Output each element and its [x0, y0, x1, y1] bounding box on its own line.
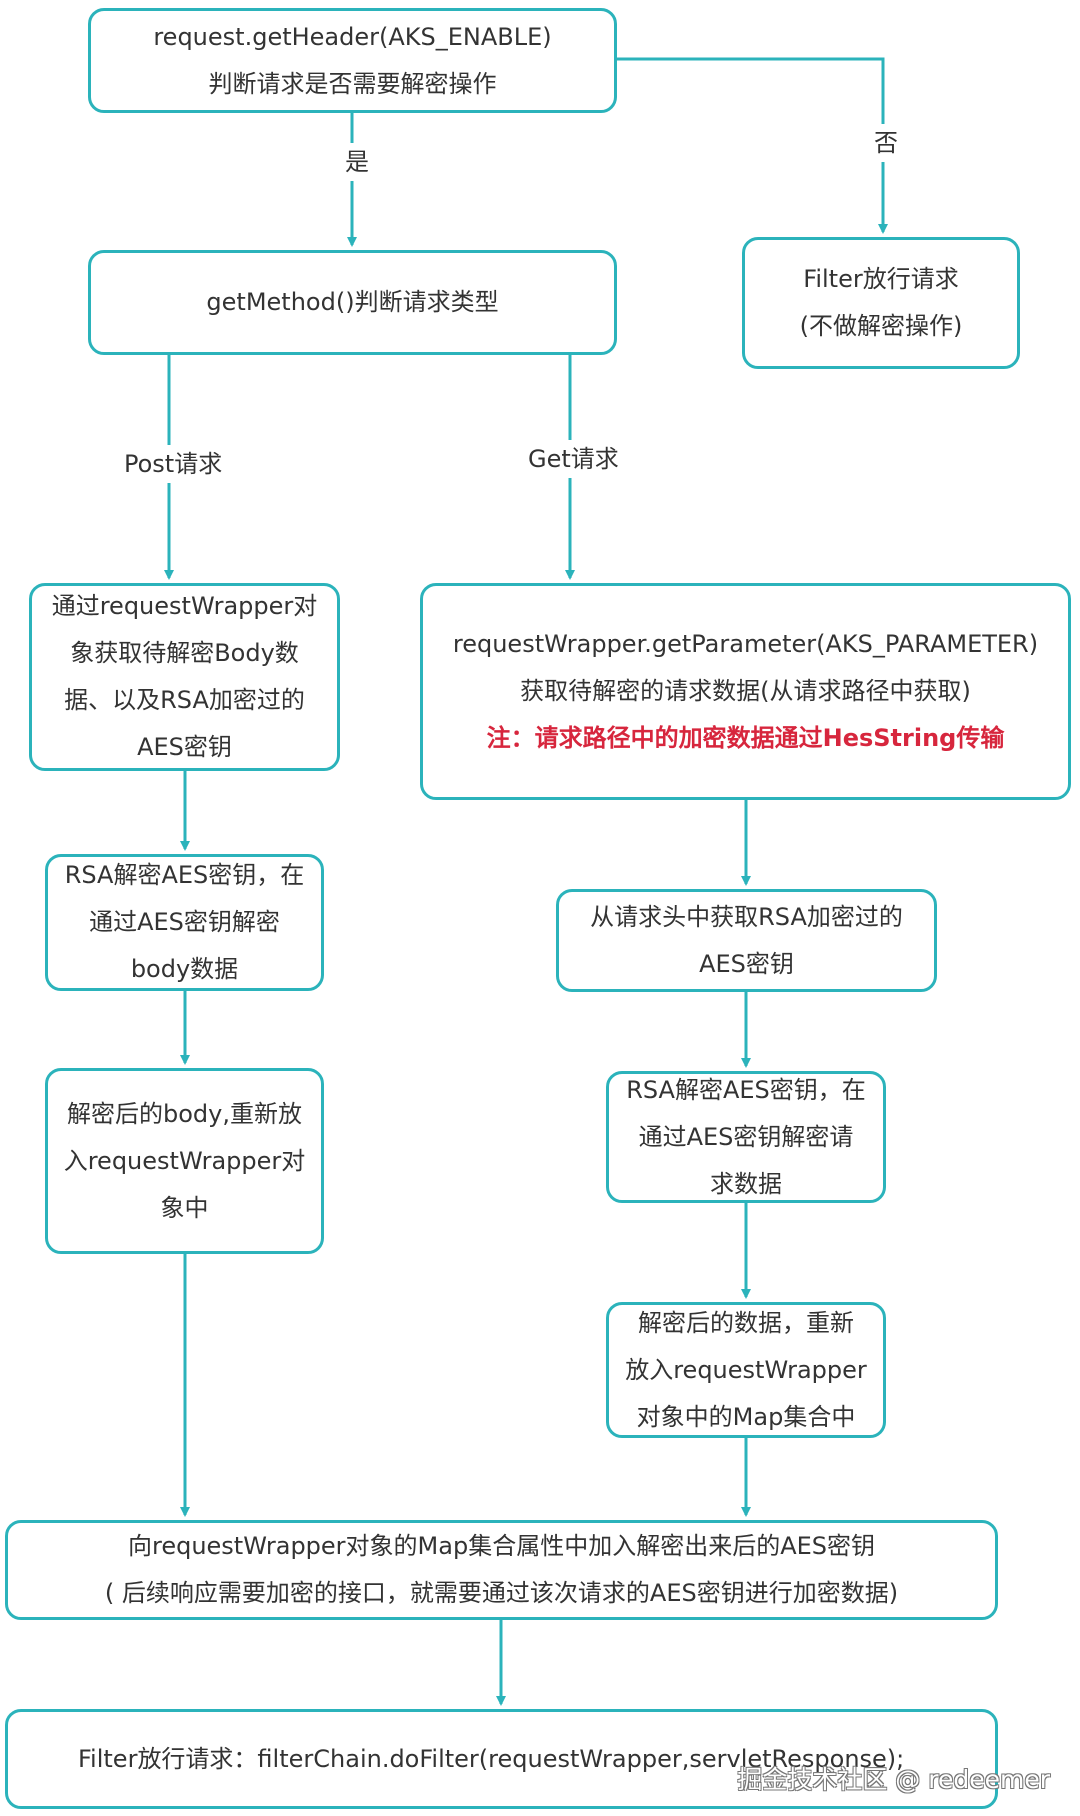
node-post-read-line2: 象获取待解密Body数	[70, 639, 299, 667]
node-get-decrypt-line3: 求数据	[710, 1169, 782, 1198]
edge-header-to-filter	[617, 57, 888, 234]
node-filter-pass-line2: (不做解密操作)	[799, 312, 963, 340]
node-post-reput-line1: 解密后的body,重新放	[67, 1099, 302, 1128]
node-filter-pass: Filter放行请求 (不做解密操作)	[742, 237, 1020, 369]
node-get-reput: 解密后的数据，重新 放入requestWrapper 对象中的Map集合中	[606, 1302, 886, 1438]
node-add-key-line2: ( 后续响应需要加密的接口，就需要通过该次请求的AES密钥进行加密数据)	[104, 1579, 899, 1607]
node-get-header-key-line1: 从请求头中获取RSA加密过的	[590, 902, 903, 931]
node-post-decrypt-line3: body数据	[130, 955, 239, 983]
node-add-key: 向requestWrapper对象的Map集合属性中加入解密出来后的AES密钥 …	[5, 1520, 998, 1620]
node-post-read-line3: 据、以及RSA加密过的	[64, 686, 305, 714]
node-get-decrypt-line2: 通过AES密钥解密请	[638, 1122, 854, 1151]
edge-label-post: Post请求	[122, 445, 225, 483]
node-post-decrypt-line1: RSA解密AES密钥，在	[64, 861, 305, 889]
node-get-reput-line1: 解密后的数据，重新	[638, 1308, 854, 1337]
node-post-reput-line2: 入requestWrapper对	[63, 1146, 306, 1175]
node-post-decrypt-line2: 通过AES密钥解密	[89, 908, 280, 936]
node-get-param: requestWrapper.getParameter(AKS_PARAMETE…	[420, 583, 1071, 800]
node-final-filter: Filter放行请求：filterChain.doFilter(requestW…	[5, 1709, 998, 1809]
node-get-decrypt: RSA解密AES密钥，在 通过AES密钥解密请 求数据	[606, 1071, 886, 1203]
node-filter-pass-line1: Filter放行请求	[803, 265, 959, 293]
node-add-key-line1: 向requestWrapper对象的Map集合属性中加入解密出来后的AES密钥	[127, 1532, 876, 1560]
node-post-reput-line3: 象中	[160, 1193, 209, 1222]
node-get-decrypt-line1: RSA解密AES密钥，在	[626, 1075, 866, 1104]
node-post-reput: 解密后的body,重新放 入requestWrapper对 象中	[45, 1068, 324, 1254]
node-post-read: 通过requestWrapper对 象获取待解密Body数 据、以及RSA加密过…	[29, 583, 340, 771]
node-get-method: getMethod()判断请求类型	[88, 250, 617, 355]
edge-label-get: Get请求	[526, 440, 621, 478]
node-get-method-line1: getMethod()判断请求类型	[206, 288, 499, 316]
node-get-param-note: 注：请求路径中的加密数据通过HesString传输	[486, 724, 1005, 752]
node-get-header-key-line2: AES密钥	[699, 949, 794, 978]
node-post-read-line4: AES密钥	[137, 733, 232, 761]
node-get-param-line1: requestWrapper.getParameter(AKS_PARAMETE…	[452, 630, 1039, 658]
edge-label-no: 否	[872, 124, 900, 162]
node-final-filter-line1: Filter放行请求：filterChain.doFilter(requestW…	[78, 1744, 905, 1773]
node-get-reput-line3: 对象中的Map集合中	[636, 1402, 856, 1431]
node-check-header: request.getHeader(AKS_ENABLE) 判断请求是否需要解密…	[88, 8, 617, 113]
node-post-read-line1: 通过requestWrapper对	[51, 592, 318, 620]
node-check-header-line1: request.getHeader(AKS_ENABLE)	[153, 22, 552, 51]
node-get-param-line2: 获取待解密的请求数据(从请求路径中获取)	[520, 677, 971, 705]
watermark: 掘金技术社区 @ redeemer	[737, 1765, 1050, 1794]
node-check-header-line2: 判断请求是否需要解密操作	[208, 69, 497, 98]
node-post-decrypt: RSA解密AES密钥，在 通过AES密钥解密 body数据	[45, 854, 324, 991]
node-get-header-key: 从请求头中获取RSA加密过的 AES密钥	[556, 889, 937, 992]
edge-label-yes: 是	[343, 143, 371, 181]
node-get-reput-line2: 放入requestWrapper	[625, 1355, 867, 1384]
